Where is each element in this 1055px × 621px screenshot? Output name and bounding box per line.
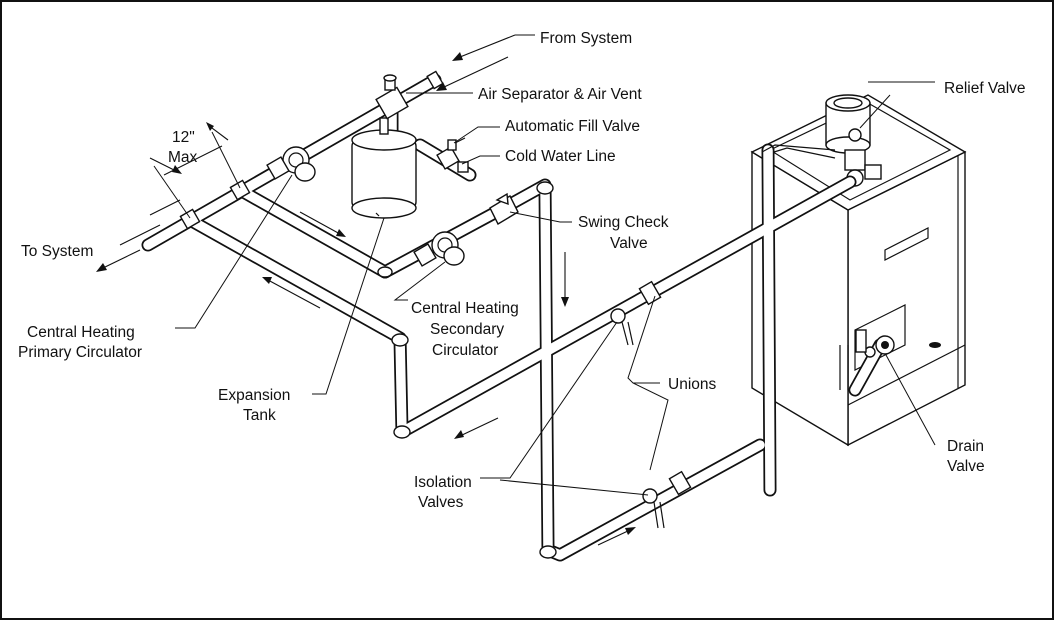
label-isolation-2: Valves xyxy=(418,494,464,511)
label-expansion-2: Tank xyxy=(243,407,276,424)
label-from-system: From System xyxy=(540,30,632,47)
label-unions: Unions xyxy=(668,376,716,393)
expansion-tank xyxy=(352,118,416,218)
flow-arrows xyxy=(96,35,636,545)
label-to-system: To System xyxy=(21,243,93,260)
label-max: Max xyxy=(168,149,198,166)
isolation-valves xyxy=(611,309,664,528)
label-12-inch: 12" xyxy=(172,129,195,146)
label-cold-water-line: Cold Water Line xyxy=(505,148,616,165)
label-primary-1: Central Heating xyxy=(27,324,135,341)
label-secondary-1: Central Heating xyxy=(411,300,519,317)
label-air-separator: Air Separator & Air Vent xyxy=(478,86,642,103)
label-drain-1: Drain xyxy=(947,438,984,455)
label-automatic-fill-valve: Automatic Fill Valve xyxy=(505,118,640,135)
label-secondary-3: Circulator xyxy=(432,342,498,359)
label-drain-2: Valve xyxy=(947,458,985,475)
label-swing-check-1: Swing Check xyxy=(578,214,669,231)
label-isolation-1: Isolation xyxy=(414,474,472,491)
label-expansion-1: Expansion xyxy=(218,387,290,404)
label-secondary-2: Secondary xyxy=(430,321,504,338)
label-swing-check-2: Valve xyxy=(610,235,648,252)
label-relief-valve: Relief Valve xyxy=(944,80,1026,97)
label-primary-2: Primary Circulator xyxy=(18,344,142,361)
